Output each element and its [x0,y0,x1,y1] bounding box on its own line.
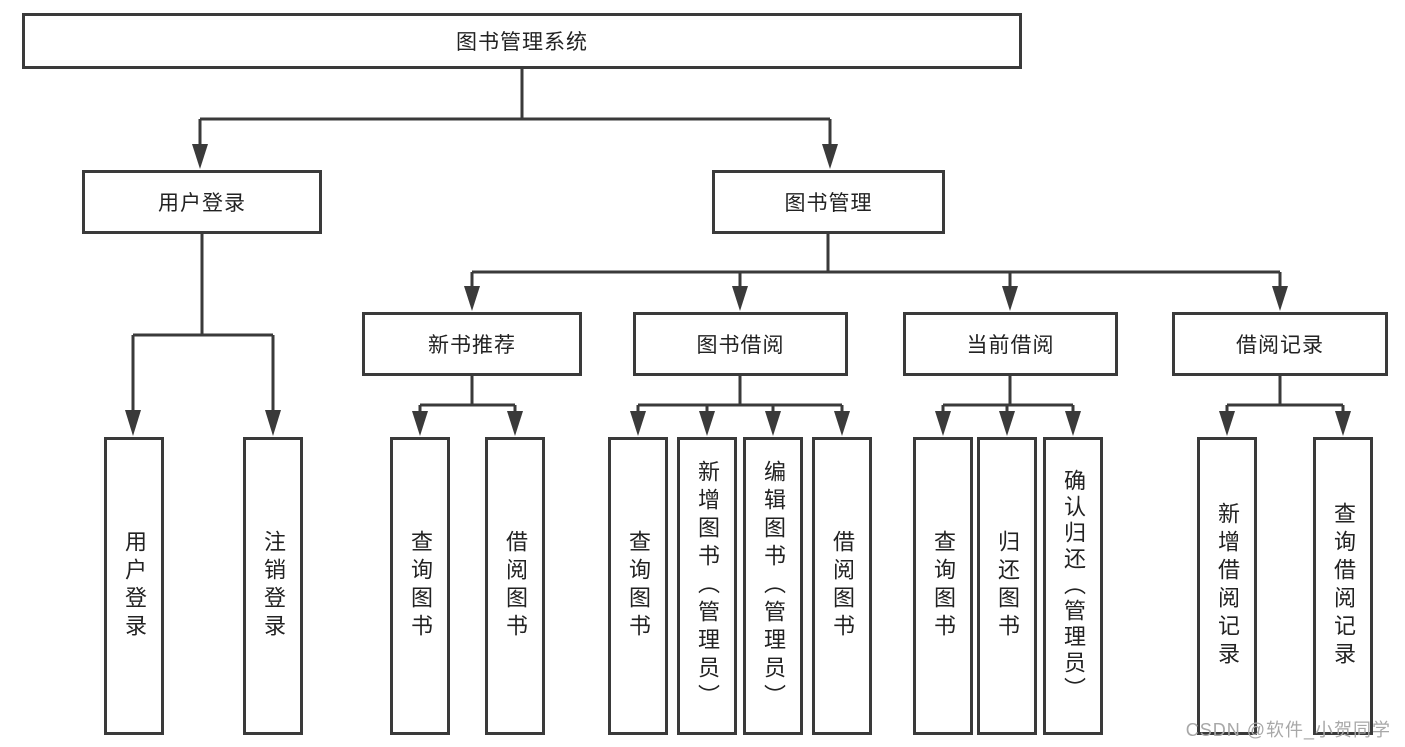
leaf-borrow-books: 借阅图书 [812,437,872,735]
leaf-confirm-return-admin-label: 确认归还（管理员） [1061,469,1086,703]
node-current-borrowing-label: 当前借阅 [966,334,1055,357]
node-current-borrowing: 当前借阅 [903,312,1118,376]
leaf-query-borrow-record-label: 查询借阅记录 [1331,502,1356,670]
node-new-book-recommend: 新书推荐 [362,312,582,376]
leaf-recommend-query-books-label: 查询图书 [408,530,433,642]
leaf-current-query-books-label: 查询图书 [931,530,956,642]
node-book-borrowing: 图书借阅 [633,312,848,376]
leaf-current-query-books: 查询图书 [913,437,973,735]
node-user-login-label: 用户登录 [158,192,246,215]
node-book-management: 图书管理 [712,170,945,234]
leaf-recommend-query-books: 查询图书 [390,437,450,735]
node-book-borrowing-label: 图书借阅 [696,334,785,357]
leaf-borrowing-query-books: 查询图书 [608,437,668,735]
leaf-edit-books-admin: 编辑图书（管理员） [743,437,803,735]
leaf-borrow-books-label: 借阅图书 [830,530,855,642]
node-new-book-recommend-label: 新书推荐 [428,334,516,357]
node-book-management-label: 图书管理 [784,192,873,215]
leaf-user-login: 用户登录 [104,437,164,735]
leaf-confirm-return-admin: 确认归还（管理员） [1043,437,1103,735]
leaf-add-books-admin-label: 新增图书（管理员） [695,460,720,712]
node-borrow-records-label: 借阅记录 [1236,334,1324,357]
node-borrow-records: 借阅记录 [1172,312,1388,376]
leaf-return-books: 归还图书 [977,437,1037,735]
leaf-edit-books-admin-label: 编辑图书（管理员） [761,460,786,712]
csdn-watermark: CSDN @软件_小贺同学 [1185,720,1391,740]
node-user-login: 用户登录 [82,170,322,234]
leaf-add-books-admin: 新增图书（管理员） [677,437,737,735]
leaf-logout: 注销登录 [243,437,303,735]
leaf-logout-label: 注销登录 [261,530,286,642]
leaf-add-borrow-record: 新增借阅记录 [1197,437,1257,735]
leaf-add-borrow-record-label: 新增借阅记录 [1215,502,1240,670]
node-library-system-label: 图书管理系统 [456,31,588,54]
leaf-recommend-borrow-books: 借阅图书 [485,437,545,735]
node-library-system: 图书管理系统 [22,13,1022,69]
leaf-user-login-label: 用户登录 [122,530,147,642]
leaf-return-books-label: 归还图书 [995,530,1020,642]
leaf-borrowing-query-books-label: 查询图书 [626,530,651,642]
leaf-recommend-borrow-books-label: 借阅图书 [503,530,528,642]
leaf-query-borrow-record: 查询借阅记录 [1313,437,1373,735]
